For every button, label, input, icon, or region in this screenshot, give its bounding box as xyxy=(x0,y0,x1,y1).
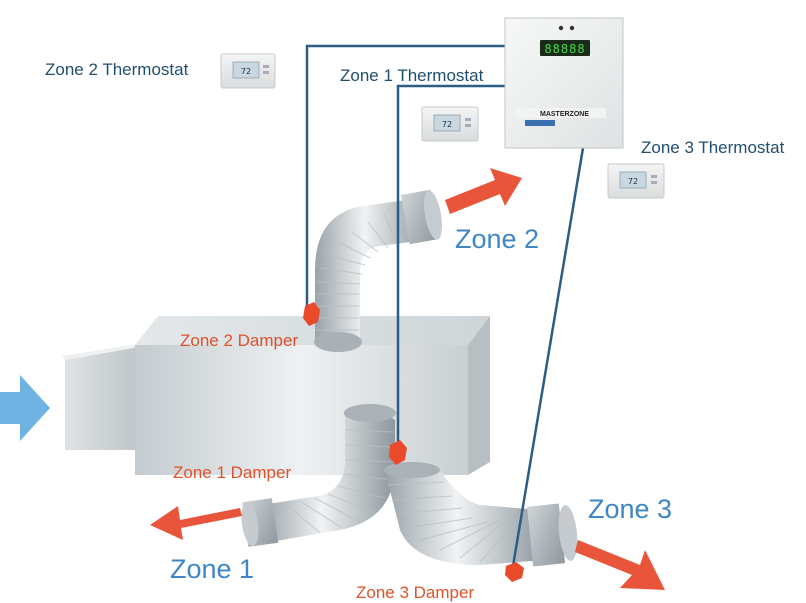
label-zone2-thermostat: Zone 2 Thermostat xyxy=(45,60,189,79)
air-handler-box xyxy=(135,316,490,475)
thermostat-display-zone2: 72 xyxy=(241,67,251,76)
air-handler-inlet xyxy=(62,343,150,450)
thermostat-zone3: 72 xyxy=(607,163,665,199)
wire-zone2 xyxy=(305,44,505,315)
label-zone1: Zone 1 xyxy=(170,554,255,584)
label-zone3-thermostat: Zone 3 Thermostat xyxy=(641,138,785,157)
wire-zone3 xyxy=(510,147,585,573)
label-zone1-damper: Zone 1 Damper xyxy=(173,463,292,482)
label-zone2-damper: Zone 2 Damper xyxy=(180,331,299,350)
label-zone3-damper: Zone 3 Damper xyxy=(356,583,475,602)
wire-zone1 xyxy=(396,84,505,452)
label-zone1-thermostat: Zone 1 Thermostat xyxy=(340,66,484,85)
zone3-duct xyxy=(384,462,578,567)
control-wires xyxy=(305,44,585,573)
airflow-arrow-zone2 xyxy=(445,168,522,214)
label-zone2: Zone 2 xyxy=(455,224,540,254)
thermostat-display-zone1: 72 xyxy=(442,120,452,129)
zone-control-panel: 88888 MASTERZONE xyxy=(504,17,624,149)
airflow-arrow-zone1 xyxy=(150,506,242,540)
thermostat-zone1: 72 xyxy=(421,106,479,142)
thermostat-display-zone3: 72 xyxy=(628,177,638,186)
damper-zone2 xyxy=(303,302,320,326)
zone2-duct xyxy=(314,189,442,352)
panel-display: 88888 xyxy=(544,42,585,56)
airflow-in-arrow xyxy=(0,375,50,441)
label-zone3: Zone 3 xyxy=(588,494,673,524)
panel-brand-logo: MASTERZONE xyxy=(540,111,589,118)
damper-zone3 xyxy=(505,562,524,582)
airflow-arrow-zone3 xyxy=(575,540,665,590)
zone1-duct xyxy=(241,404,396,547)
thermostat-zone2: 72 xyxy=(220,53,276,89)
damper-zone1 xyxy=(389,440,407,465)
